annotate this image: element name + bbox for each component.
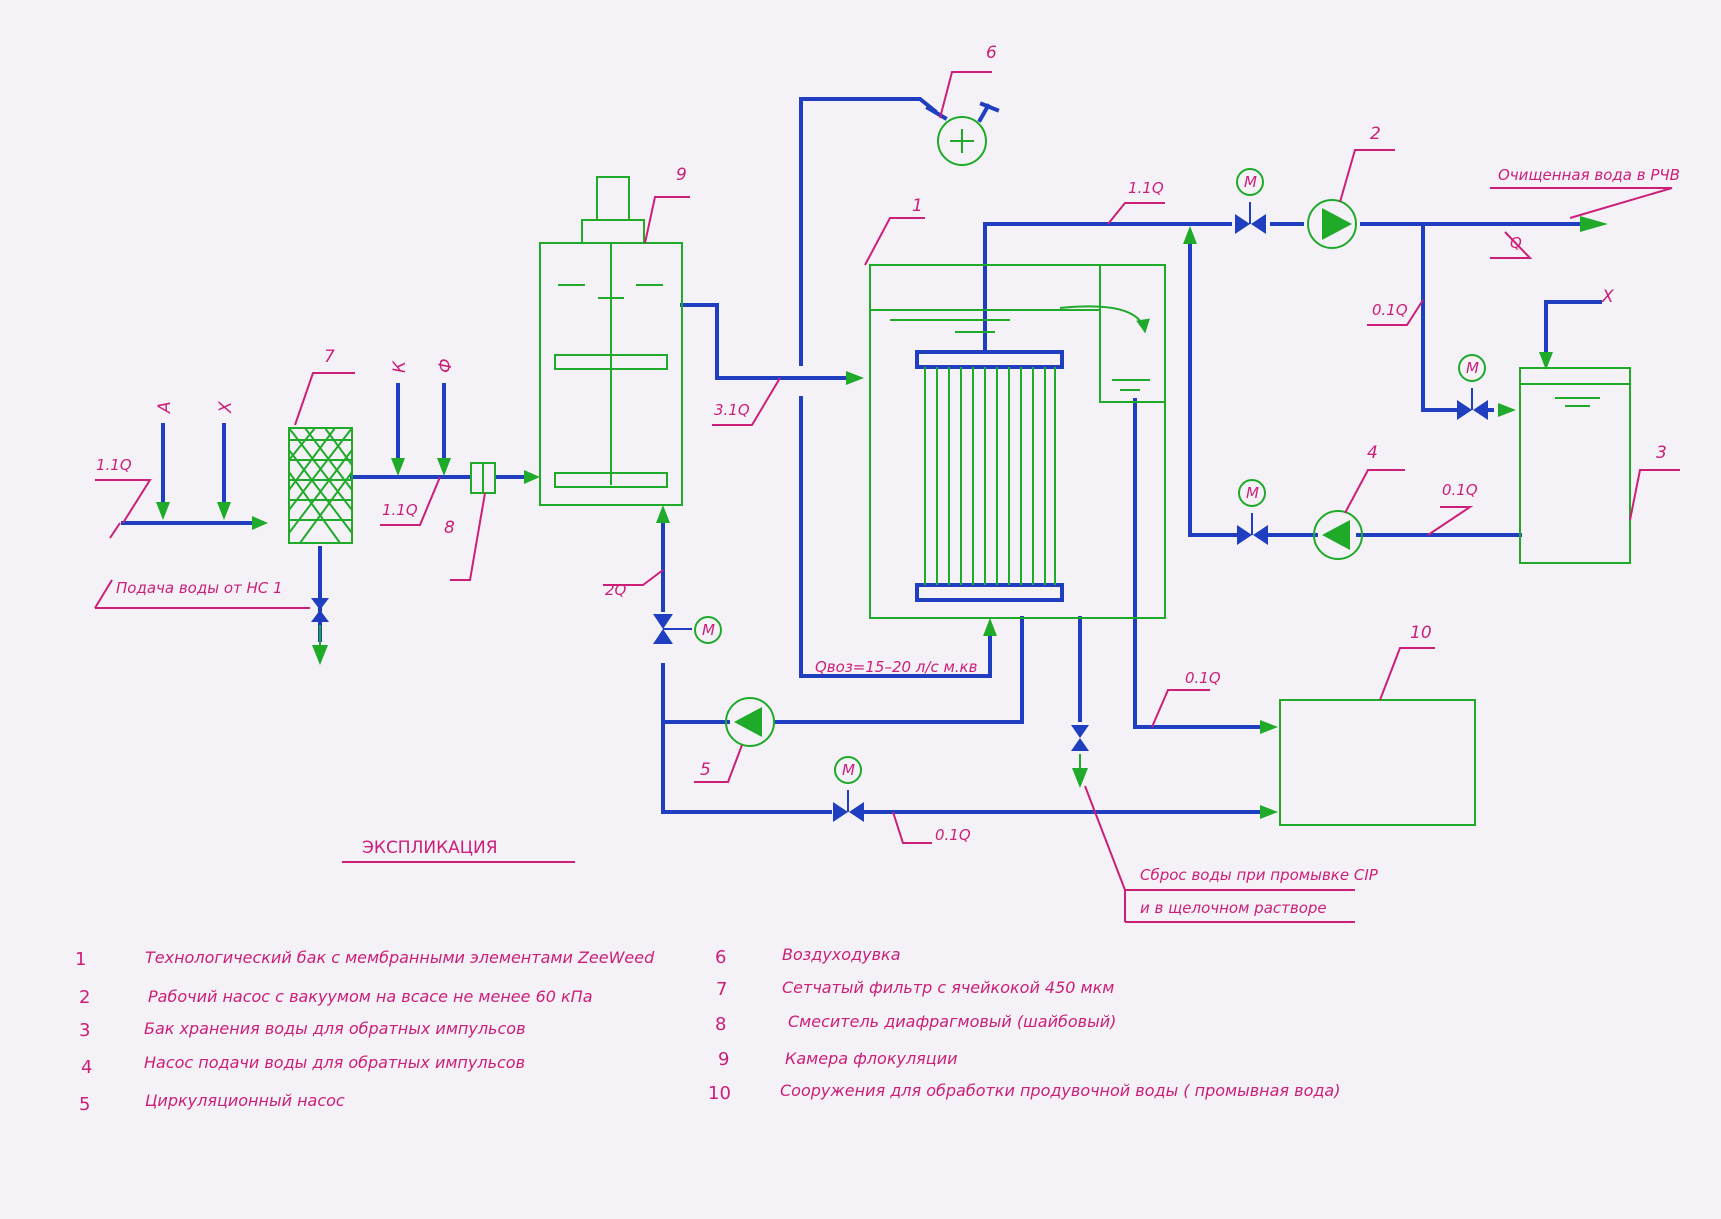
- reagent-x2-pipe: [1544, 300, 1602, 357]
- bottom-line: [661, 720, 832, 814]
- backpulse-riser: [1188, 238, 1238, 537]
- expl-left-text: Рабочий насос с вакуумом на всасе не мен…: [148, 987, 593, 1006]
- caption-inlet: Подача воды от НС 1: [116, 579, 283, 597]
- tag-2: 2: [1370, 124, 1381, 144]
- expl-left-num: 2: [79, 987, 90, 1008]
- expl-right-num: 9: [718, 1049, 729, 1070]
- flow-bottom: 0.1Q: [935, 826, 971, 844]
- explication: ЭКСПЛИКАЦИЯ 1 Технологический бак с мемб…: [75, 838, 1340, 1115]
- tag-7: 7: [324, 347, 335, 367]
- expl-right-num: 8: [715, 1014, 726, 1035]
- valve-m-bottom: М: [842, 761, 855, 779]
- expl-left-num: 3: [79, 1020, 90, 1041]
- tag-5: 5: [700, 760, 711, 780]
- pipelines: [121, 97, 1608, 819]
- branch-to-store-tank: [1421, 222, 1457, 412]
- flow-to-store: 0.1Q: [1372, 301, 1408, 319]
- expl-right-text: Камера флокуляции: [785, 1049, 958, 1068]
- reagent-a: А: [155, 401, 175, 414]
- expl-left-num: 5: [79, 1094, 90, 1115]
- expl-left-text: Бак хранения воды для обратных импульсов: [144, 1019, 526, 1038]
- expl-right-num: 7: [716, 979, 727, 1000]
- screen-filter-7: [288, 427, 353, 544]
- tag-4: 4: [1367, 443, 1378, 463]
- flow-backpulse: 0.1Q: [1442, 481, 1478, 499]
- valve-m-permeate: М: [1244, 173, 1257, 191]
- storage-tank-3: [1519, 367, 1631, 564]
- valve-store: [1457, 354, 1488, 420]
- valve-recirc: [653, 614, 722, 644]
- overflow-pipe: [1133, 398, 1264, 729]
- caption-product: Очищенная вода в РЧВ: [1498, 166, 1680, 184]
- expl-right-text: Смеситель диафрагмовый (шайбовый): [788, 1012, 1116, 1031]
- reagent-x: Х: [216, 401, 236, 414]
- reagent-f: Ф: [436, 358, 456, 373]
- expl-right-text: Воздуходувка: [782, 945, 901, 964]
- blowdown-facility-10: [1279, 699, 1476, 826]
- reagent-k: К: [390, 360, 410, 373]
- air-pipe-bottom: [799, 396, 992, 678]
- recirc-return: [773, 616, 1024, 724]
- expl-right-text: Сооружения для обработки продувочной вод…: [780, 1081, 1340, 1100]
- flow-product: Q: [1510, 234, 1522, 252]
- membrane-tank-1: [869, 264, 1166, 619]
- filter-drain-valve: [311, 598, 329, 665]
- tag-8: 8: [444, 518, 455, 538]
- flow-inlet: 1.1Q: [96, 456, 132, 474]
- floc-to-tank-pipe: [680, 303, 847, 380]
- explication-title: ЭКСПЛИКАЦИЯ: [362, 838, 498, 858]
- caption-drain-2: и в щелочном растворе: [1140, 899, 1327, 917]
- expl-right-num: 6: [715, 947, 726, 968]
- tag-3: 3: [1656, 443, 1667, 463]
- recirc-pump-outlet: [661, 663, 730, 724]
- pump-5: [725, 697, 775, 747]
- flow-blowdown: 0.1Q: [1185, 669, 1221, 687]
- valve-bottom: [833, 756, 864, 822]
- expl-left-num: 4: [81, 1057, 92, 1078]
- blower-6: [925, 101, 1000, 166]
- pump-4: [1313, 510, 1363, 560]
- expl-left-text: Технологический бак с мембранными элемен…: [145, 948, 655, 967]
- permeate-pipe: [983, 222, 1232, 352]
- caption-drain-1: Сброс воды при промывке CIP: [1140, 866, 1379, 884]
- expl-left-num: 1: [75, 949, 86, 970]
- flow-permeate: 1.1Q: [1128, 179, 1164, 197]
- flow-to-tank: 3.1Q: [714, 401, 750, 419]
- tag-10: 10: [1410, 623, 1432, 643]
- valve-m-recirc: М: [702, 621, 715, 639]
- tag-9: 9: [676, 165, 687, 185]
- flow-air: Qвоз=15–20 л/с м.кв: [815, 658, 978, 676]
- valve-backpulse: [1237, 479, 1268, 545]
- leaders: [94, 71, 1680, 923]
- pump-2: [1307, 199, 1357, 249]
- flow-recirc: 2Q: [605, 581, 627, 599]
- tag-1: 1: [912, 196, 923, 216]
- cip-drain-valve: [1071, 725, 1089, 788]
- air-pipe-top: [799, 97, 938, 366]
- expl-left-text: Циркуляционный насос: [145, 1091, 345, 1110]
- valve-m-store: М: [1466, 359, 1479, 377]
- valve-permeate: [1235, 168, 1266, 234]
- flow-after-filter: 1.1Q: [382, 501, 418, 519]
- tag-6: 6: [986, 43, 997, 63]
- expl-right-text: Сетчатый фильтр с ячейкокой 450 мкм: [782, 978, 1114, 997]
- flocculation-chamber-9: [539, 176, 683, 506]
- expl-left-text: Насос подачи воды для обратных импульсов: [144, 1053, 525, 1072]
- reagent-x2: Х: [1601, 287, 1614, 307]
- expl-right-num: 10: [708, 1083, 731, 1104]
- valve-m-backpulse: М: [1246, 484, 1259, 502]
